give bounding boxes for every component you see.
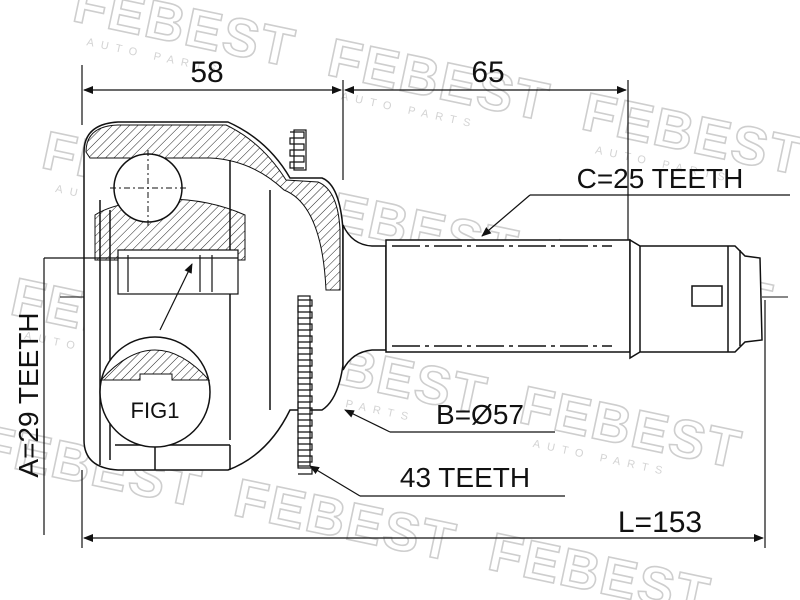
inner-spline-label: A=29 TEETH bbox=[13, 312, 44, 477]
callout-abs-ring bbox=[309, 465, 565, 497]
dimension-65-label: 65 bbox=[471, 56, 504, 89]
dimension-top bbox=[81, 65, 629, 240]
callout-outer-spline bbox=[481, 194, 790, 237]
outer-spline-label: C=25 TEETH bbox=[577, 163, 744, 194]
dimension-total-label: L=153 bbox=[618, 506, 702, 539]
fig1-detail: FIG1 bbox=[99, 336, 211, 448]
fig1-leader bbox=[159, 263, 193, 331]
stub-shaft bbox=[342, 224, 763, 371]
inner-spline bbox=[44, 249, 239, 295]
seal-diameter-label: B=Ø57 bbox=[436, 399, 524, 430]
dimension-bottom bbox=[81, 300, 766, 548]
dimension-58-label: 58 bbox=[190, 56, 223, 89]
abs-ring-label: 43 TEETH bbox=[400, 462, 530, 493]
abs-tone-ring bbox=[289, 129, 313, 475]
fig1-label: FIG1 bbox=[131, 398, 180, 423]
callout-seal-diameter bbox=[344, 409, 555, 433]
